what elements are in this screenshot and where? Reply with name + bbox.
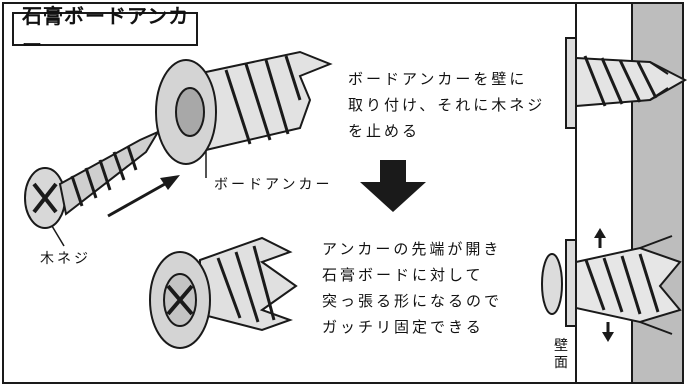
insert-arrow bbox=[107, 175, 180, 218]
wall-label: 壁面 bbox=[554, 338, 568, 371]
caption-step1-line: を止める bbox=[348, 122, 421, 140]
assembled-anchor bbox=[149, 236, 298, 349]
screw-label: 木ネジ bbox=[40, 251, 91, 267]
down-arrow bbox=[360, 160, 426, 212]
wood-screw bbox=[24, 129, 161, 229]
screw-label-leader bbox=[51, 225, 65, 247]
installed-anchor-top bbox=[565, 37, 688, 129]
caption-step2-line: ガッチリ固定できる bbox=[322, 318, 484, 336]
caption-step2-line: アンカーの先端が開き bbox=[322, 240, 502, 258]
caption-step2: アンカーの先端が開き 石膏ボードに対して 突っ張る形になるので ガッチリ固定でき… bbox=[322, 236, 502, 340]
caption-step1-line: ボードアンカーを壁に bbox=[348, 70, 528, 88]
anchor-label: ボードアンカー bbox=[214, 177, 333, 193]
installed-anchor-bottom bbox=[541, 228, 682, 342]
caption-step2-line: 石膏ボードに対して bbox=[322, 266, 484, 284]
caption-step1-line: 取り付け、それに木ネジ bbox=[348, 96, 546, 114]
caption-step1: ボードアンカーを壁に 取り付け、それに木ネジ を止める bbox=[348, 66, 545, 144]
diagram-title: 石膏ボードアンカー bbox=[12, 4, 198, 57]
board-anchor bbox=[155, 50, 333, 178]
caption-step2-line: 突っ張る形になるので bbox=[322, 292, 503, 310]
